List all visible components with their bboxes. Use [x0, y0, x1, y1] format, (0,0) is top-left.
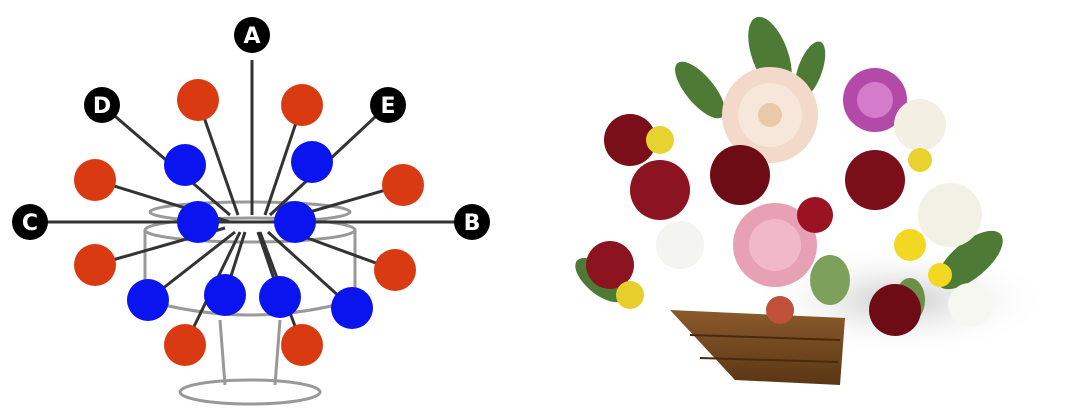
- marker-b: B: [454, 204, 490, 240]
- marker-a: A: [234, 17, 270, 53]
- red-flower: [164, 324, 206, 366]
- red-flower: [74, 159, 116, 201]
- marker-c: C: [12, 204, 48, 240]
- diagram-svg: A B C D E: [0, 0, 520, 410]
- blue-flower: [331, 287, 373, 329]
- blue-flower: [204, 274, 246, 316]
- blue-flowers: [127, 141, 373, 329]
- blue-flower: [291, 141, 333, 183]
- blue-flower: [177, 201, 219, 243]
- marker-c-label: C: [22, 211, 38, 236]
- blue-flower: [164, 144, 206, 186]
- marker-e-label: E: [380, 94, 395, 119]
- red-flower: [281, 84, 323, 126]
- arrangement-diagram: A B C D E: [0, 0, 520, 410]
- vase-outline: [145, 202, 355, 404]
- marker-d-label: D: [93, 94, 111, 119]
- flower-arrangement-photo: [540, 0, 1081, 410]
- marker-d: D: [84, 87, 120, 123]
- marker-b-label: B: [464, 211, 481, 236]
- wooden-box: [670, 310, 845, 385]
- blue-flower: [127, 279, 169, 321]
- red-flower: [177, 79, 219, 121]
- red-flower: [382, 164, 424, 206]
- red-flower: [74, 244, 116, 286]
- blue-flower: [274, 201, 316, 243]
- blue-flower: [259, 276, 301, 318]
- red-flower: [374, 249, 416, 291]
- red-flower: [281, 324, 323, 366]
- marker-e: E: [370, 87, 406, 123]
- photo-svg: [540, 0, 1081, 410]
- marker-a-label: A: [243, 24, 260, 49]
